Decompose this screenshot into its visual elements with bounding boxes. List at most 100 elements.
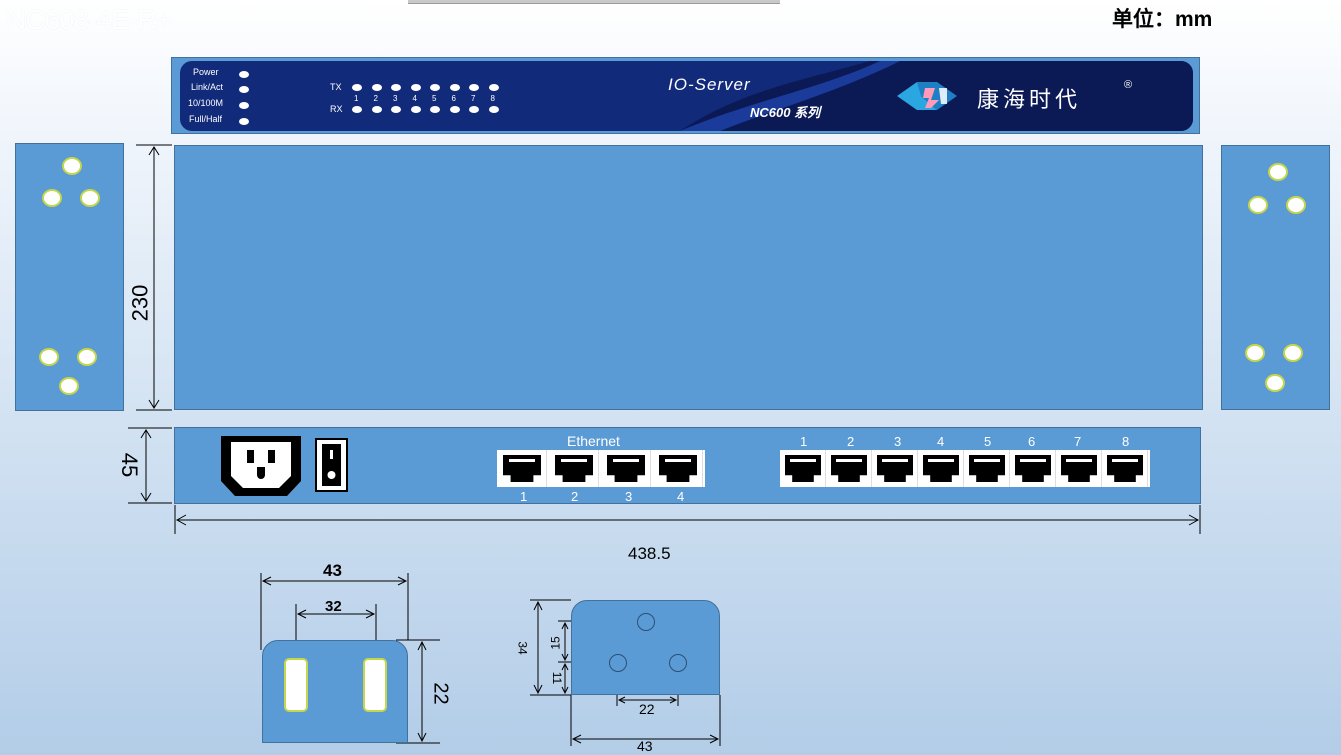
bracket-b-width: 43 xyxy=(637,738,653,754)
tx-led-icon xyxy=(410,84,421,91)
ethernet-port[interactable] xyxy=(653,450,703,487)
bracket-a-slot-spacing: 32 xyxy=(325,598,342,615)
mounting-bracket-a xyxy=(262,640,408,743)
channel-number: 8 xyxy=(490,94,495,103)
mount-hole-icon xyxy=(42,189,62,207)
front-panel: Power Link/Act 10/100M Full/Half TX RX 1… xyxy=(171,57,1200,134)
ethernet-port[interactable] xyxy=(549,450,599,487)
serial-port[interactable] xyxy=(918,450,964,487)
led-icon xyxy=(239,102,249,109)
bracket-slot-icon xyxy=(363,658,387,712)
serial-port[interactable] xyxy=(826,450,872,487)
channel-number: 3 xyxy=(393,94,398,103)
brand-name: 康海时代 xyxy=(977,88,1082,113)
product-name: IO-Server xyxy=(668,75,751,94)
rear-panel: Ethernet 1 2 3 4 1 2 3 4 5 6 7 8 xyxy=(174,427,1201,504)
tx-led-icon xyxy=(352,84,362,91)
serial-port-number: 3 xyxy=(894,434,902,449)
channel-number: 4 xyxy=(412,94,417,103)
mount-hole-icon xyxy=(1283,344,1303,362)
indicator-label-link: Link/Act xyxy=(191,82,224,92)
serial-port-number: 1 xyxy=(800,434,808,449)
mount-hole-icon xyxy=(1248,196,1268,214)
mount-hole-icon xyxy=(1286,196,1306,214)
serial-port-number: 7 xyxy=(1074,434,1082,449)
rx-led-icon xyxy=(488,106,499,113)
rx-led-icon xyxy=(371,106,382,113)
rx-led-icon xyxy=(430,106,440,113)
ethernet-port-group xyxy=(497,450,705,487)
left-side-panel xyxy=(15,143,124,411)
tx-led-icon xyxy=(449,84,460,91)
tx-led-icon xyxy=(430,84,440,91)
channel-number: 2 xyxy=(373,94,378,103)
front-panel-face: Power Link/Act 10/100M Full/Half TX RX 1… xyxy=(180,61,1193,131)
mount-hole-icon xyxy=(77,348,97,366)
ethernet-port-number: 2 xyxy=(571,489,579,504)
led-icon xyxy=(239,71,249,78)
top-view-panel xyxy=(174,145,1203,410)
rx-led-icon xyxy=(410,106,421,113)
bracket-hole-icon xyxy=(669,654,687,672)
rx-label: RX xyxy=(330,104,343,114)
ethernet-port-number: 4 xyxy=(677,489,685,504)
bracket-b-height: 34 xyxy=(515,641,530,655)
depth-dimension: 230 xyxy=(127,284,153,322)
unit-label: 单位：mm xyxy=(1112,8,1213,31)
serial-port-number: 4 xyxy=(937,434,945,449)
bracket-a-height: 22 xyxy=(429,682,452,705)
serial-port-number: 8 xyxy=(1122,434,1130,449)
rx-led-icon xyxy=(391,106,401,113)
led-icon xyxy=(239,86,249,93)
serial-port[interactable] xyxy=(964,450,1010,487)
bracket-b-lower: 11 xyxy=(550,671,565,685)
rx-led-icon xyxy=(449,106,460,113)
mounting-bracket-b xyxy=(571,600,720,695)
led-icon xyxy=(239,118,249,125)
mount-hole-icon xyxy=(62,157,82,175)
channel-number: 1 xyxy=(354,94,359,103)
ethernet-port-number: 1 xyxy=(520,489,528,504)
serial-port-number: 6 xyxy=(1028,434,1036,449)
registered-mark: ® xyxy=(1124,79,1133,91)
power-switch-icon xyxy=(315,438,348,492)
serial-port-number: 5 xyxy=(984,434,992,449)
tx-led-icon xyxy=(391,84,401,91)
tx-led-icon xyxy=(488,84,499,91)
serial-port-group xyxy=(780,450,1150,487)
indicator-label-speed: 10/100M xyxy=(188,98,224,108)
serial-port[interactable] xyxy=(1056,450,1102,487)
brand-logo-icon xyxy=(897,82,957,110)
mount-hole-icon xyxy=(1265,374,1285,392)
serial-port-number: 2 xyxy=(847,434,855,449)
ethernet-label: Ethernet xyxy=(567,433,620,449)
bracket-hole-icon xyxy=(609,654,627,672)
serial-port[interactable] xyxy=(780,450,826,487)
rx-led-icon xyxy=(352,106,362,113)
ethernet-port[interactable] xyxy=(601,450,651,487)
bracket-hole-icon xyxy=(637,613,655,631)
mount-hole-icon xyxy=(1245,344,1265,362)
channel-number: 6 xyxy=(451,94,456,103)
right-side-panel xyxy=(1221,145,1330,410)
height-dimension: 45 xyxy=(117,452,143,478)
tx-led-icon xyxy=(371,84,382,91)
ethernet-port[interactable] xyxy=(497,450,547,487)
bracket-slot-icon xyxy=(284,658,308,712)
rx-led-icon xyxy=(469,106,479,113)
tx-label: TX xyxy=(330,82,342,92)
mount-hole-icon xyxy=(1268,163,1288,181)
top-scrollbar xyxy=(408,0,780,4)
tx-led-icon xyxy=(469,84,479,91)
mount-hole-icon xyxy=(39,348,59,366)
serial-port[interactable] xyxy=(1010,450,1056,487)
serial-port[interactable] xyxy=(1102,450,1148,487)
power-socket-icon xyxy=(221,436,301,496)
bracket-a-width: 43 xyxy=(323,561,342,580)
mount-hole-icon xyxy=(80,189,100,207)
width-dimension: 438.5 xyxy=(628,544,671,563)
page-title: NC608-4E-R+ xyxy=(6,4,173,35)
series-label: NC600 系列 xyxy=(750,105,821,120)
serial-port[interactable] xyxy=(872,450,918,487)
mount-hole-icon xyxy=(59,377,79,395)
